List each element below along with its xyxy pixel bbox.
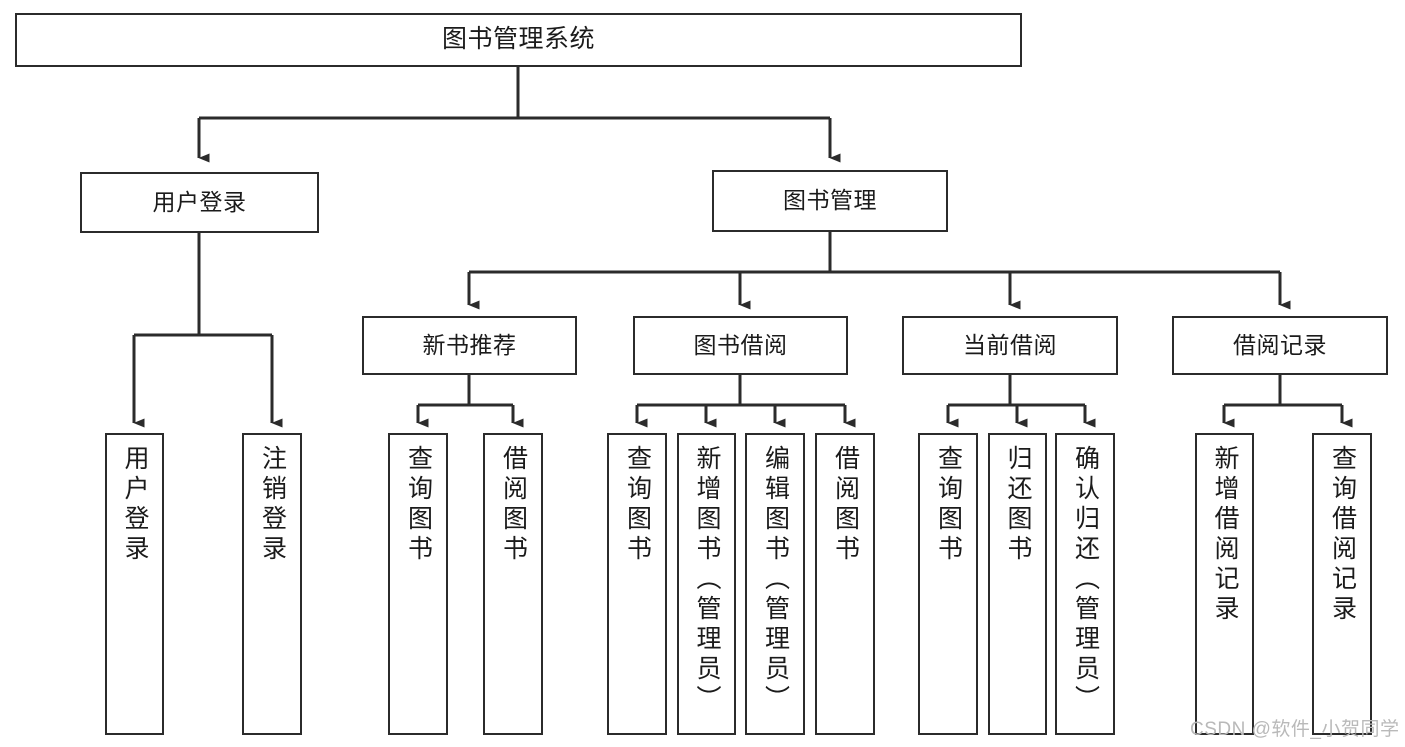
leaf-user-login[interactable]: 用户登录 — [105, 433, 164, 735]
node-label: 用户登录 — [121, 445, 149, 565]
node-label: 新增借阅记录 — [1211, 445, 1239, 625]
node-root-book-management-system[interactable]: 图书管理系统 — [15, 13, 1022, 67]
node-new-book-recommend[interactable]: 新书推荐 — [362, 316, 577, 375]
node-label: 注销登录 — [258, 445, 287, 565]
leaf-edit-book-admin[interactable]: 编辑图书（管理员） — [745, 433, 805, 735]
node-label: 新增图书（管理员） — [693, 445, 721, 715]
node-label: 查询借阅记录 — [1328, 445, 1357, 625]
leaf-return-books[interactable]: 归还图书 — [988, 433, 1047, 735]
node-label: 图书管理 — [783, 187, 877, 214]
node-label: 新书推荐 — [422, 331, 517, 358]
leaf-query-borrow-record[interactable]: 查询借阅记录 — [1312, 433, 1372, 735]
node-label: 用户登录 — [152, 188, 247, 215]
leaf-add-borrow-record[interactable]: 新增借阅记录 — [1195, 433, 1254, 735]
leaf-borrow-books-newbook[interactable]: 借阅图书 — [483, 433, 543, 735]
leaf-confirm-return-admin[interactable]: 确认归还（管理员） — [1055, 433, 1115, 735]
node-label: 当前借阅 — [963, 331, 1057, 358]
leaf-borrow-books-borrow[interactable]: 借阅图书 — [815, 433, 875, 735]
node-label: 查询图书 — [623, 445, 652, 565]
leaf-add-book-admin[interactable]: 新增图书（管理员） — [677, 433, 736, 735]
node-book-management[interactable]: 图书管理 — [712, 170, 948, 232]
node-label: 图书借阅 — [693, 331, 788, 358]
node-label: 借阅记录 — [1233, 331, 1327, 358]
node-label: 归还图书 — [1004, 445, 1032, 565]
node-book-borrow[interactable]: 图书借阅 — [633, 316, 848, 375]
node-label: 查询图书 — [934, 445, 963, 565]
node-label: 编辑图书（管理员） — [761, 445, 790, 715]
leaf-query-books-borrow[interactable]: 查询图书 — [607, 433, 667, 735]
leaf-logout[interactable]: 注销登录 — [242, 433, 302, 735]
node-current-borrow[interactable]: 当前借阅 — [902, 316, 1118, 375]
leaf-query-books-current[interactable]: 查询图书 — [918, 433, 978, 735]
node-label: 借阅图书 — [831, 445, 860, 565]
leaf-query-books-newbook[interactable]: 查询图书 — [388, 433, 448, 735]
node-label: 查询图书 — [404, 445, 433, 565]
node-borrow-records[interactable]: 借阅记录 — [1172, 316, 1388, 375]
node-label: 图书管理系统 — [441, 25, 595, 54]
node-label: 借阅图书 — [499, 445, 528, 565]
node-user-login[interactable]: 用户登录 — [80, 172, 319, 233]
node-label: 确认归还（管理员） — [1071, 445, 1100, 715]
